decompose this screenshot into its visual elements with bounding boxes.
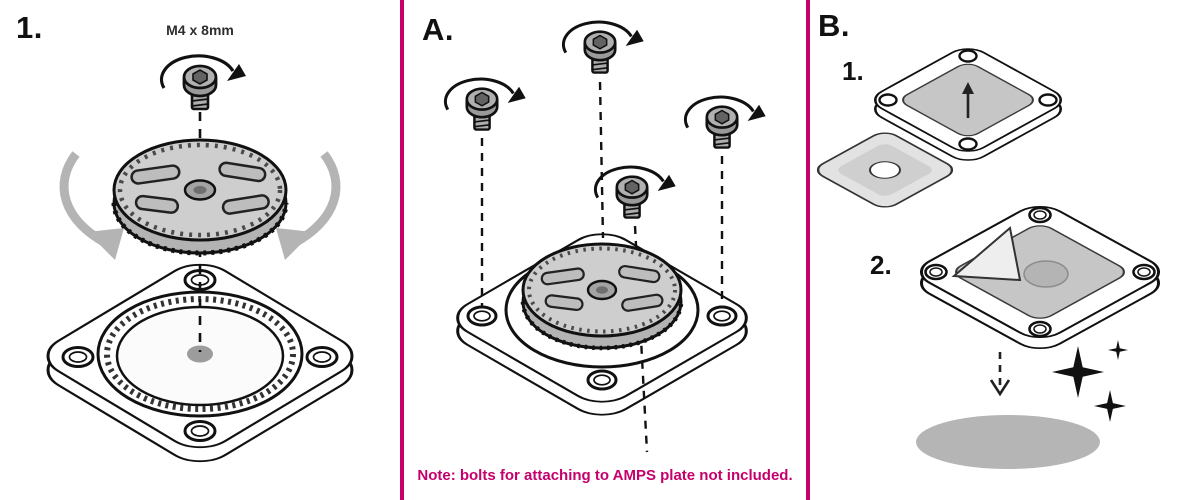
screw-icon (561, 20, 646, 75)
screw-icon (159, 54, 248, 111)
plate-with-liner-peeled (919, 205, 1161, 350)
plate-back-with-pad (873, 48, 1063, 161)
dial-slots (130, 161, 270, 215)
center-bolt-hole (187, 345, 213, 363)
panel1-illustration (46, 54, 354, 463)
plate-corner-holes (878, 49, 1058, 151)
screw-icon (593, 165, 678, 220)
panelB-letter: B. (818, 8, 850, 43)
amps-plate (46, 263, 354, 463)
knurled-dial (59, 138, 341, 260)
mounted-dial (520, 242, 684, 351)
panel1-number: 1. (16, 10, 43, 45)
panel-step-a: A. Note: bolts for attaching to AMPS pla… (404, 0, 806, 500)
apply-arrow-icon (962, 82, 974, 118)
mounting-surface (916, 415, 1100, 469)
panelB-illustration (816, 48, 1161, 469)
rotate-right-arrow-icon (276, 151, 341, 260)
panelB-step2-number: 2. (870, 250, 892, 280)
amps-note: Note: bolts for attaching to AMPS plate … (417, 467, 793, 484)
plate-corner-holes (466, 305, 738, 391)
dial-slots (540, 264, 664, 312)
panel-step-b: B. 1. 2. (810, 0, 1200, 500)
panelA-illustration (443, 20, 768, 453)
screw-icon (683, 95, 768, 150)
sparkle-icons (1052, 340, 1128, 422)
serrated-recess (96, 290, 304, 418)
rotate-left-arrow-icon (59, 151, 124, 260)
screw-icon (443, 77, 528, 132)
peeled-liner-corner (951, 226, 1022, 282)
plate-corner-holes (61, 269, 339, 442)
screw-spec-label: M4 x 8mm (166, 22, 234, 38)
panel-divider (806, 0, 810, 500)
adhesive-sheet (816, 132, 954, 208)
panel-step-1: 1. M4 x 8mm (0, 0, 400, 500)
panel-divider (400, 0, 404, 500)
pad-center-cutout (1023, 260, 1069, 288)
plate-corner-holes (924, 206, 1156, 338)
panelA-letter: A. (422, 12, 454, 47)
panelB-step1-number: 1. (842, 56, 864, 86)
place-down-arrow-icon (989, 352, 1011, 397)
